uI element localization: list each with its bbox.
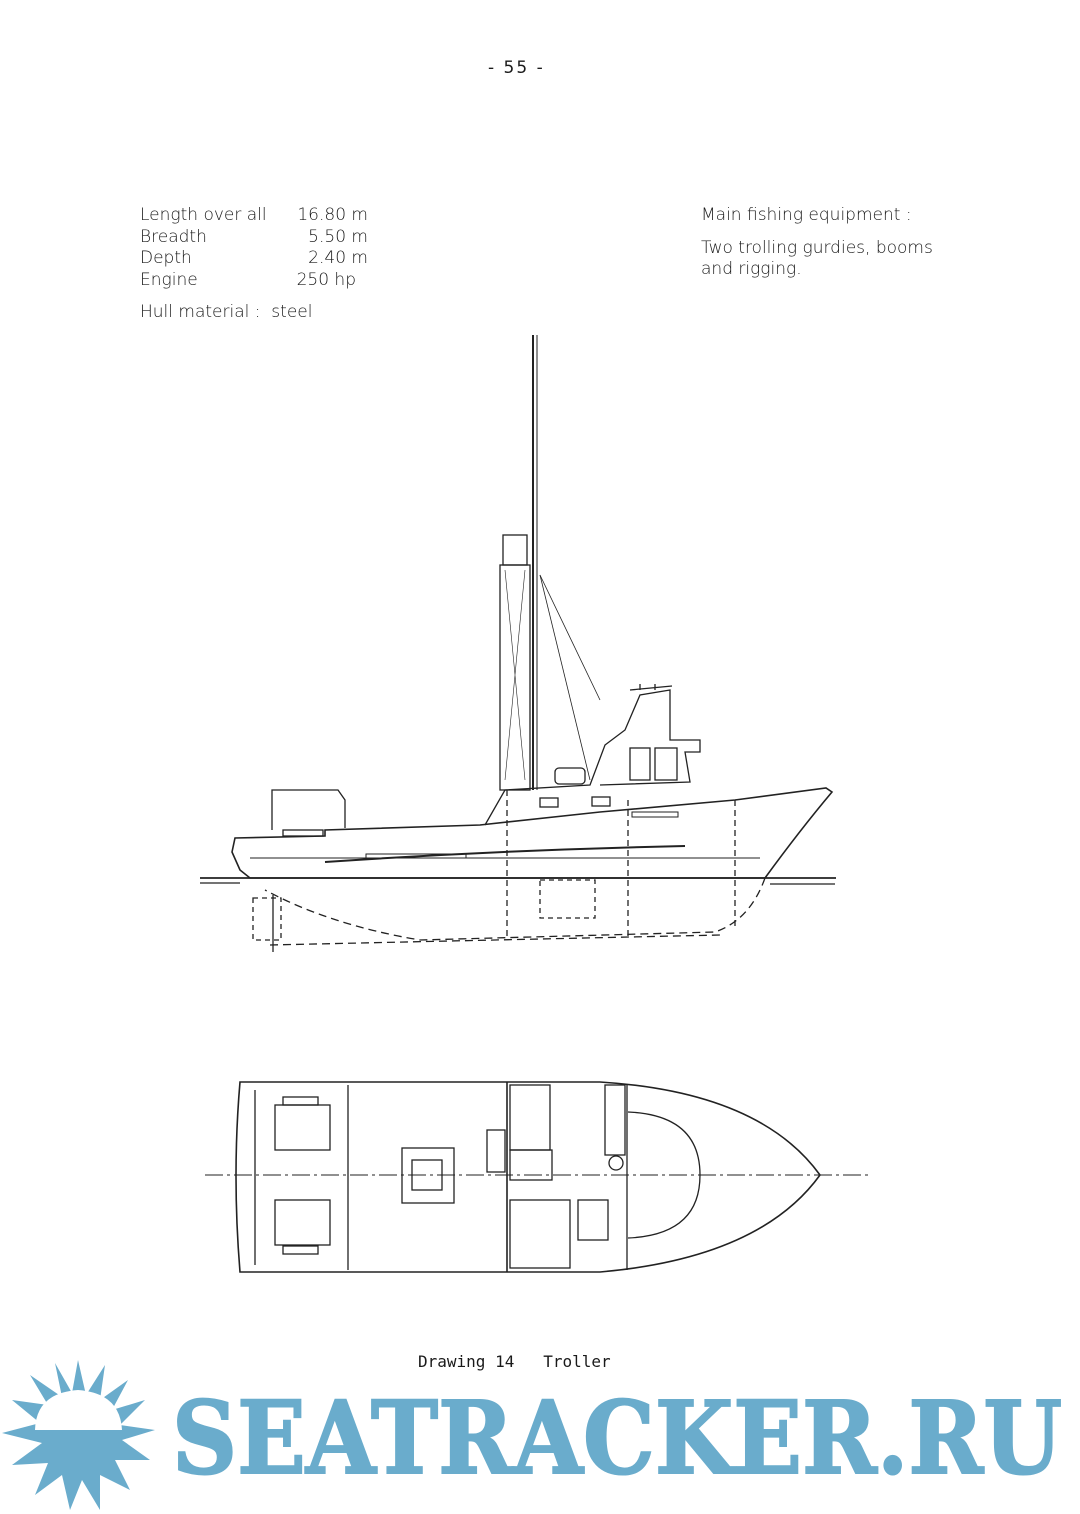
spec-value: 2.40 m [308,248,368,268]
spec-depth: Depth 2.40 m [140,248,368,270]
hull-material: Hull material : steel [140,302,313,322]
spec-value: 16.80 m [297,205,368,225]
spec-value: 5.50 m [308,226,368,247]
plan-view [205,1081,870,1273]
drawing-caption: Drawing 14 Troller [418,1352,611,1371]
fishing-equipment: Main fishing equipment : Two trolling gu… [701,205,933,280]
equipment-heading: Main fishing equipment : [701,205,912,225]
profile-view [200,335,836,952]
watermark-text: SEATRACKER.RU [172,1379,1062,1497]
spec-label: Breadth [140,226,207,247]
spec-label: Engine [140,269,198,290]
spec-length: Length over all 16.80 m [140,205,368,227]
equipment-line-1: Two trolling gurdies, booms [701,238,933,258]
vessel-specifications: Length over all 16.80 m Breadth 5.50 m Dep… [140,205,368,324]
equipment-line-2: and rigging. [701,259,802,279]
troller-drawing [200,335,870,1273]
spec-label: Length over all [140,205,267,225]
spec-breadth: Breadth 5.50 m [140,227,368,249]
seatracker-watermark-logo: SEATRACKER.RU [2,1360,1063,1510]
page-number: - 55 - [488,58,545,78]
sun-icon [2,1360,155,1510]
spec-engine: Engine 250 hp [140,270,368,292]
spec-label: Depth [140,248,192,268]
spec-value: 250 hp [296,269,356,290]
